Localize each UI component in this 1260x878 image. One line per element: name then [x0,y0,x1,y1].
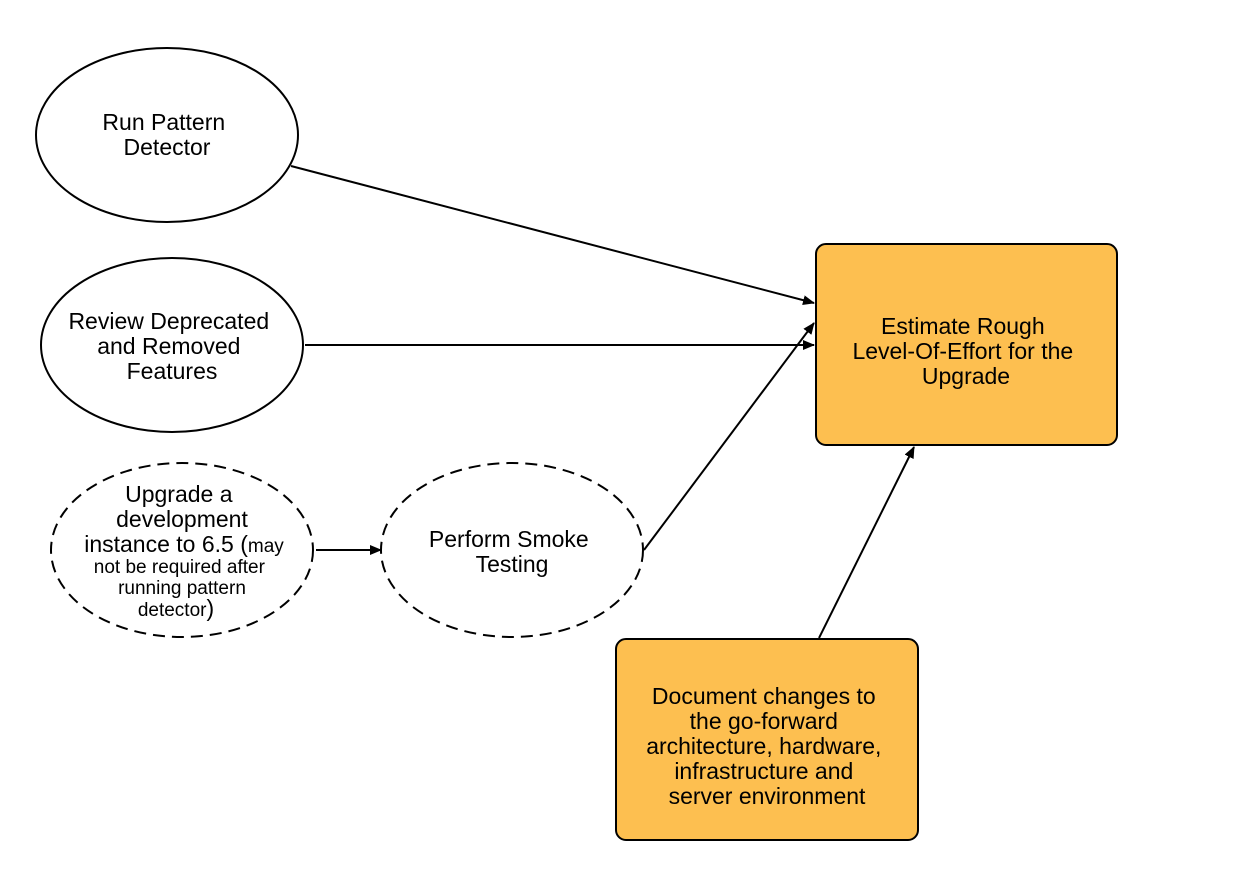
node-label-line: and Removed [97,333,240,359]
node-label-line: Review Deprecated [68,308,269,334]
svg-text:Run Pattern Detector: Run Pattern Detector [102,109,231,160]
node-ellipse [50,462,314,638]
node-box [615,638,919,841]
node-label-small: not be required after [94,557,266,578]
edge-run-pattern-to-estimate [290,165,815,306]
svg-text:detector): detector) [138,595,214,621]
node-perform-smoke-testing: Perform Smoke Testing [380,462,644,638]
node-ellipse [35,47,299,223]
node-label-line: Run Pattern [102,109,225,135]
svg-text:Estimate Rough Level-Of-: Estimate Rough Level-Of-Effort for the U… [852,313,1079,389]
node-label-line: ) [206,595,214,621]
svg-text:Upgrade a development: Upgrade a development [116,481,248,532]
node-review-deprecated-features: Review Deprecated and Removed Features [40,257,304,433]
node-label-line: Testing [476,551,549,577]
node-label-line: Level-Of-Effort for the [852,338,1073,364]
node-label-line: Perform Smoke [429,526,589,552]
node-label-line: Detector [124,134,211,160]
edge-document-to-estimate [818,446,915,639]
node-ellipse [40,257,304,433]
edge-smoke-to-estimate [643,322,815,551]
node-label-line: Document changes to [652,683,876,709]
node-label-line: instance to 6.5 ( [84,531,248,557]
node-run-pattern-detector: Run Pattern Detector [35,47,299,223]
node-label-line: Estimate Rough [881,313,1045,339]
node-label-line: infrastructure and [674,758,853,784]
node-label-line: architecture, hardware, [646,733,881,759]
node-label-small: running pattern [118,578,246,599]
node-label-line: the go-forward [690,708,838,734]
svg-text:instance to 6.5 (may: instance to 6.5 (may [84,531,284,557]
node-box [815,243,1118,446]
node-label-line: Upgrade [922,363,1010,389]
node-label-line: server environment [669,783,866,809]
svg-text:not be required after ru: not be required after running pattern [94,557,270,599]
svg-text:Review Deprecated and Re: Review Deprecated and Removed Features [68,308,275,384]
node-label-small: may [248,536,284,557]
node-ellipse [380,462,644,638]
node-label-line: development [116,506,248,532]
node-estimate-level-of-effort: Estimate Rough Level-Of-Effort for the U… [815,243,1118,446]
node-label-small: detector [138,600,207,621]
node-label-line: Features [127,358,218,384]
svg-text:Perform Smoke Testing: Perform Smoke Testing [429,526,595,577]
node-label-line: Upgrade a [125,481,233,507]
node-document-changes: Document changes to the go-forward archi… [615,638,919,841]
svg-text:Document changes to the: Document changes to the go-forward archi… [646,683,888,809]
node-upgrade-dev-instance: Upgrade a development instance to 6.5 (m… [50,462,314,638]
